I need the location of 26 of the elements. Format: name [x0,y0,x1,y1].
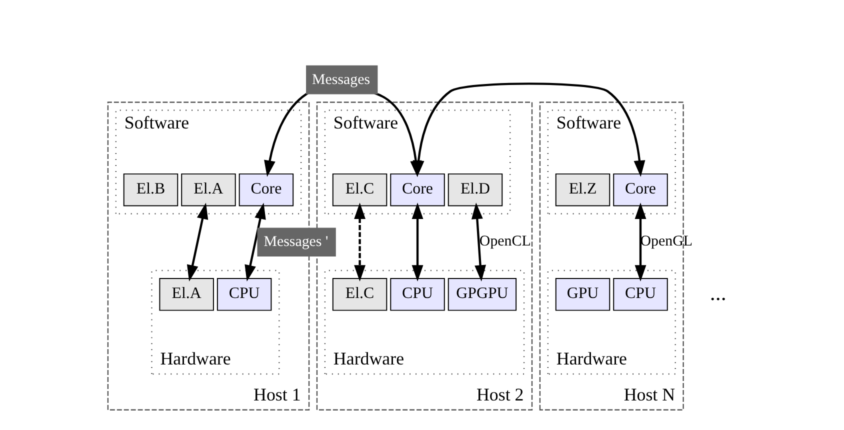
edge-label: OpenCL [478,234,530,250]
node-box: Core [238,173,294,206]
arrow [634,202,646,282]
arrow [411,202,423,282]
arrow [186,202,208,282]
node-box: El.D [447,173,502,206]
arrow [470,202,486,282]
edge-label: Messages [312,72,370,88]
node-box: Core [390,173,444,206]
node-box: El.C [332,173,387,206]
node-box: GPU [554,278,610,311]
node-box: El.B [122,173,178,206]
arrow [412,82,645,177]
node-box: El.Z [554,173,610,206]
node-box: El.C [332,278,387,311]
node-box: El.A [158,278,214,311]
node-box: El.A [180,173,236,206]
node-box: CPU [390,278,444,311]
label: ... [709,280,726,305]
node-box: GPGPU [447,278,516,311]
arrow [354,202,366,282]
edge-label: OpenGL [640,234,692,250]
node-box: CPU [216,278,272,311]
node-box: Core [612,173,668,206]
arrow [244,202,266,282]
node-box: CPU [612,278,668,311]
